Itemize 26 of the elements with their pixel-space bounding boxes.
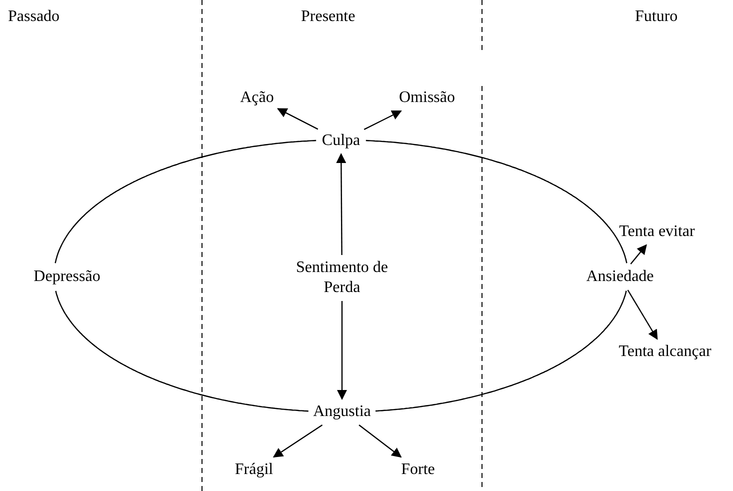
concept-label: Ansiedade [586, 267, 654, 287]
arrow [364, 110, 402, 130]
concept-label: Forte [401, 460, 435, 480]
concept-label: Omissão [399, 88, 455, 108]
arrow [277, 108, 318, 130]
arrow [337, 301, 347, 400]
column-heading: Presente [301, 8, 356, 26]
arrow [358, 424, 402, 458]
arrow [630, 244, 647, 264]
arrow [272, 424, 323, 458]
cycle-arc [54, 140, 316, 264]
concept-label: Frágil [234, 460, 274, 480]
cycle-arc [366, 140, 628, 264]
concept-label: Depressão [34, 267, 100, 287]
concept-label: Angustia [313, 402, 371, 422]
arrow [336, 153, 346, 255]
concept-label: Sentimento de Perda [292, 258, 392, 298]
column-heading: Passado [8, 8, 60, 26]
concept-label: Culpa [322, 131, 360, 151]
concept-label: Ação [240, 88, 274, 108]
arrow [627, 290, 658, 340]
concept-label: Tenta alcançar [618, 342, 712, 362]
concept-label: Tenta evitar [619, 222, 695, 242]
cycle-arc [55, 290, 308, 412]
cycle-arc [375, 290, 627, 412]
column-heading: Futuro [635, 8, 678, 26]
